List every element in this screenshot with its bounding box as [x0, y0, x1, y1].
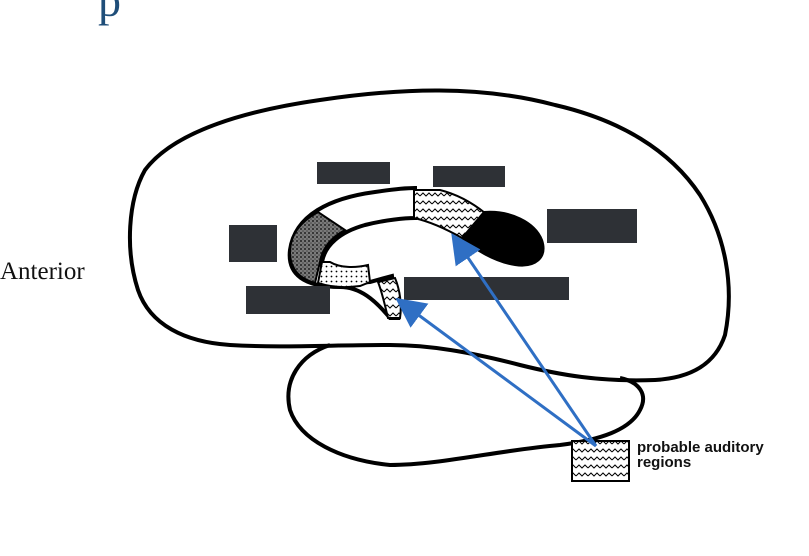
legend-line-1: probable auditory [637, 439, 764, 456]
redacted-label-bottom-right [404, 277, 569, 300]
anterior-region-fill [288, 210, 347, 285]
black-posterior-region [460, 210, 545, 267]
brain-outline [127, 88, 731, 383]
anterior-label: Anterior [0, 258, 85, 285]
redacted-label-right [547, 209, 637, 243]
redacted-label-top-left [317, 162, 390, 184]
arrow-to-lower-region [395, 297, 597, 448]
legend-swatch [571, 440, 630, 482]
legend-label: probable auditory regions [637, 440, 764, 470]
legend-line-2: regions [637, 454, 692, 471]
redacted-label-left [229, 225, 277, 262]
dotted-region-fill [316, 261, 372, 288]
redacted-label-bottom-left [246, 286, 330, 314]
redacted-label-top-right [433, 166, 505, 187]
temporal-lobe-outline [286, 343, 646, 468]
arrow-to-upper-region [451, 233, 598, 447]
